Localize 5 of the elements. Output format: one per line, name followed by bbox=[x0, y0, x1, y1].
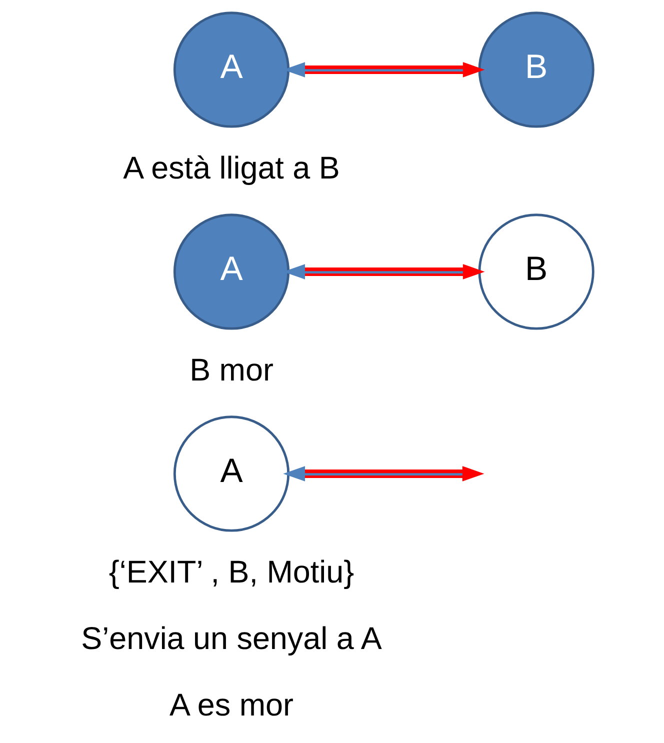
label: S’envia un senyal a A bbox=[80, 620, 382, 656]
label: A es mor bbox=[168, 687, 294, 722]
label: B mor bbox=[189, 352, 273, 388]
label: {‘EXIT’ , B, Motiu} bbox=[108, 554, 354, 590]
label: A està lligat a B bbox=[122, 150, 340, 186]
